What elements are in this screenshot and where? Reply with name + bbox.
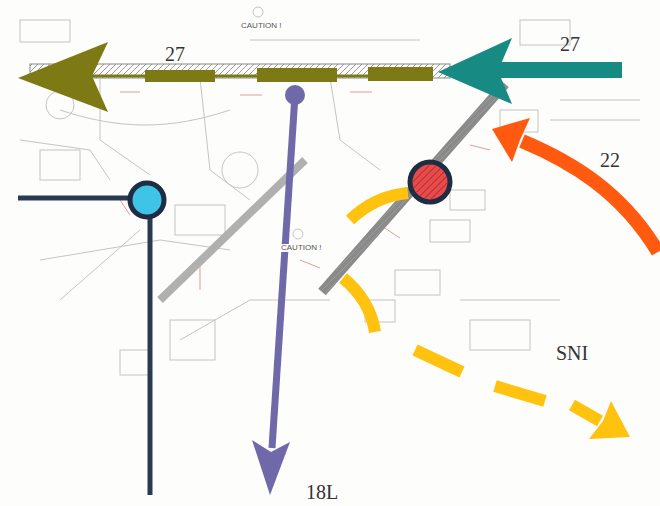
route-start xyxy=(285,85,305,105)
route-line xyxy=(495,62,622,78)
map-detail xyxy=(20,7,640,375)
route-dash xyxy=(145,70,215,82)
route-line xyxy=(522,141,658,252)
arrowhead xyxy=(438,38,512,104)
arrowhead xyxy=(589,401,630,439)
point-marker xyxy=(130,183,164,217)
runway xyxy=(322,84,505,292)
caution-note: CAUTION ! xyxy=(240,22,282,30)
boundary-line xyxy=(18,198,150,495)
stop-bars xyxy=(120,92,490,290)
route-line xyxy=(272,95,295,448)
route-dash xyxy=(257,68,337,82)
arrowhead xyxy=(18,42,108,112)
arrowhead xyxy=(492,118,530,162)
runway-number: 18L xyxy=(306,482,338,502)
point-hatch xyxy=(413,165,447,199)
route-dash xyxy=(368,67,433,81)
runway-hatch xyxy=(322,84,505,292)
runway-number: 22 xyxy=(600,150,620,170)
arrowhead xyxy=(252,440,290,495)
runway-number: 27 xyxy=(165,44,185,64)
runway-number: 27 xyxy=(560,34,580,54)
point-marker xyxy=(410,162,450,202)
departure-route xyxy=(343,193,600,421)
caution-note: CAUTION ! xyxy=(280,244,322,252)
route-name: SNI xyxy=(556,343,588,363)
